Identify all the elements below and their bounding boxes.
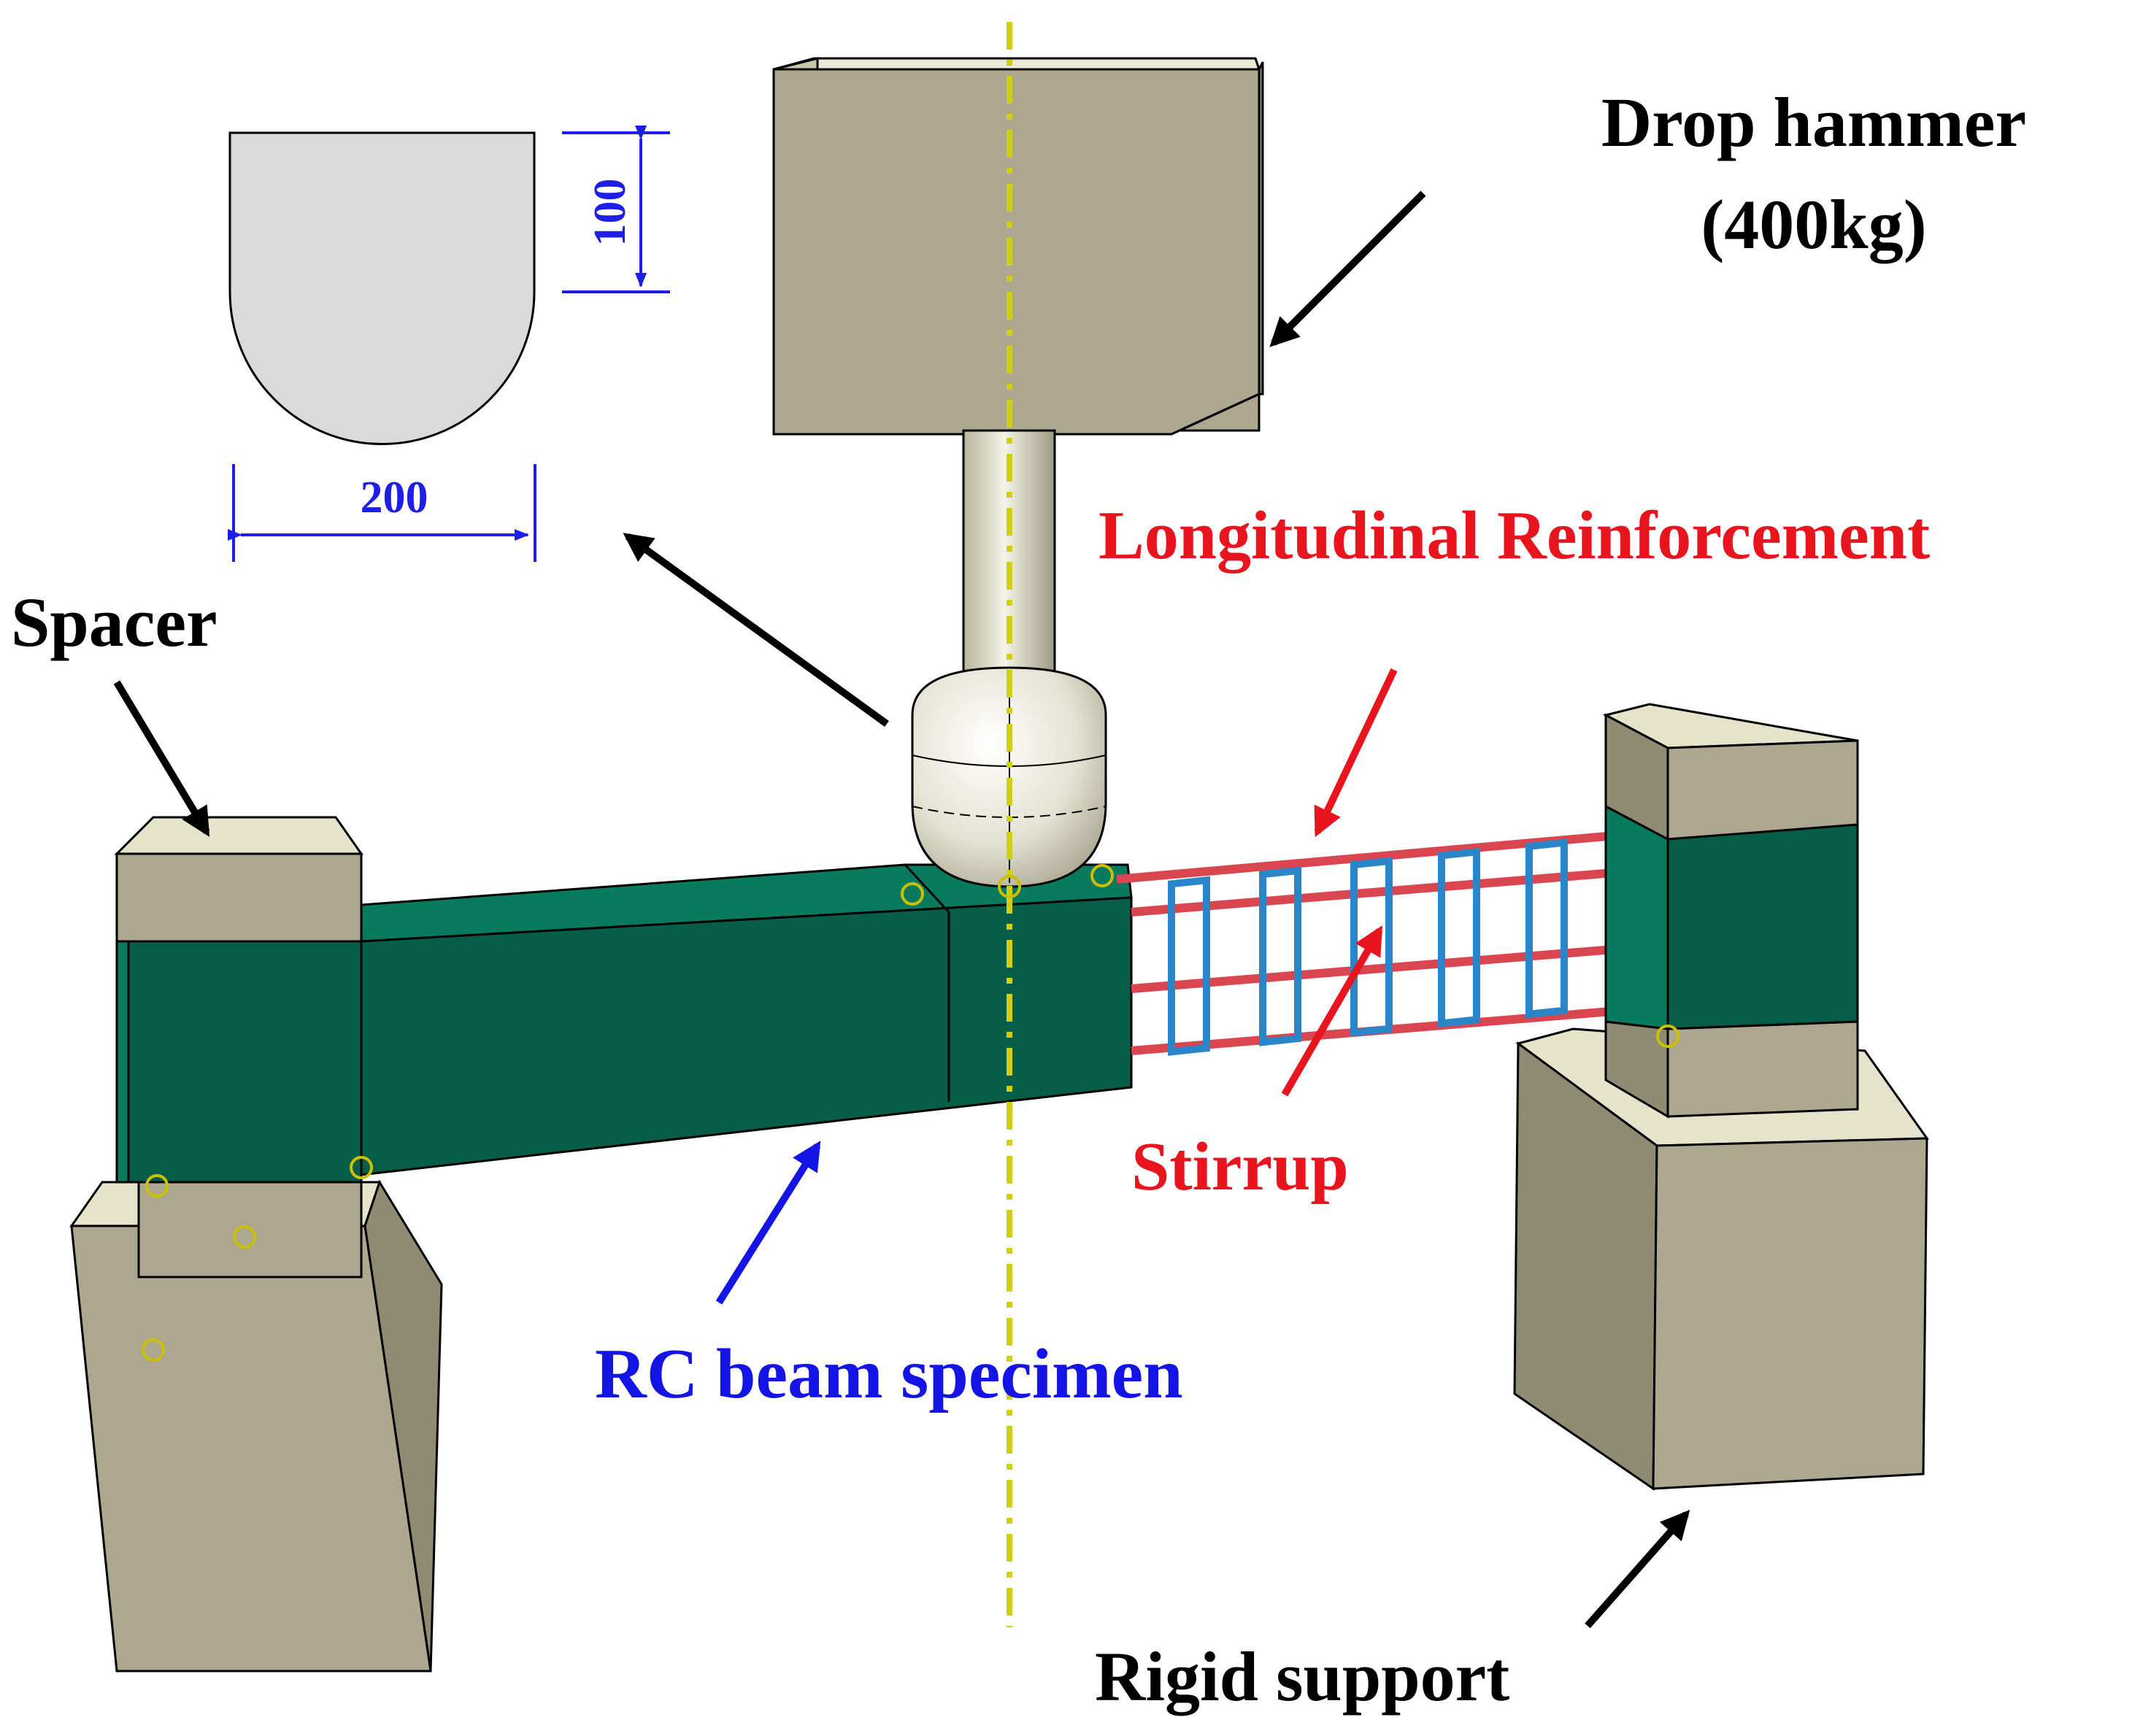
left-spacer-lower bbox=[137, 1166, 363, 1278]
annotation-arrows bbox=[113, 190, 1690, 1629]
right-spacer-lower bbox=[1604, 1020, 1859, 1119]
label-drop-hammer: Drop hammer bbox=[1601, 83, 2026, 161]
dimension-height bbox=[562, 126, 670, 293]
label-longitudinal-reinforcement: Longitudinal Reinforcement bbox=[1098, 498, 1930, 574]
rc-beam bbox=[360, 863, 1133, 1176]
impact-head-cross-section bbox=[228, 131, 536, 445]
cross-section-arrow bbox=[623, 533, 889, 728]
longitudinal-reinforcement-arrow bbox=[1314, 668, 1398, 838]
label-spacer: Spacer bbox=[11, 583, 218, 661]
dimension-width bbox=[228, 464, 536, 562]
dimension-width-value: 200 bbox=[361, 473, 428, 522]
drop-hammer-arrow bbox=[1269, 190, 1426, 347]
stirrup-arrow bbox=[1281, 925, 1383, 1097]
rc-beam-arrow bbox=[715, 1141, 821, 1305]
label-rc-beam-specimen: RC beam specimen bbox=[595, 1335, 1183, 1413]
drop-hammer-block bbox=[772, 57, 1264, 436]
right-beam-end-block bbox=[1604, 804, 1859, 1030]
left-beam-end-block bbox=[115, 940, 363, 1184]
spacer-arrow bbox=[113, 680, 210, 837]
label-rigid-support: Rigid support bbox=[1095, 1637, 1509, 1716]
label-drop-hammer-mass: (400kg) bbox=[1701, 185, 1926, 263]
right-spacer-upper bbox=[1602, 703, 1859, 841]
dimension-height-value: 100 bbox=[585, 179, 635, 247]
left-spacer-upper bbox=[114, 816, 363, 943]
label-stirrup: Stirrup bbox=[1131, 1129, 1349, 1205]
reference-points bbox=[142, 864, 1679, 1362]
rigid-support-arrow bbox=[1585, 1510, 1690, 1629]
